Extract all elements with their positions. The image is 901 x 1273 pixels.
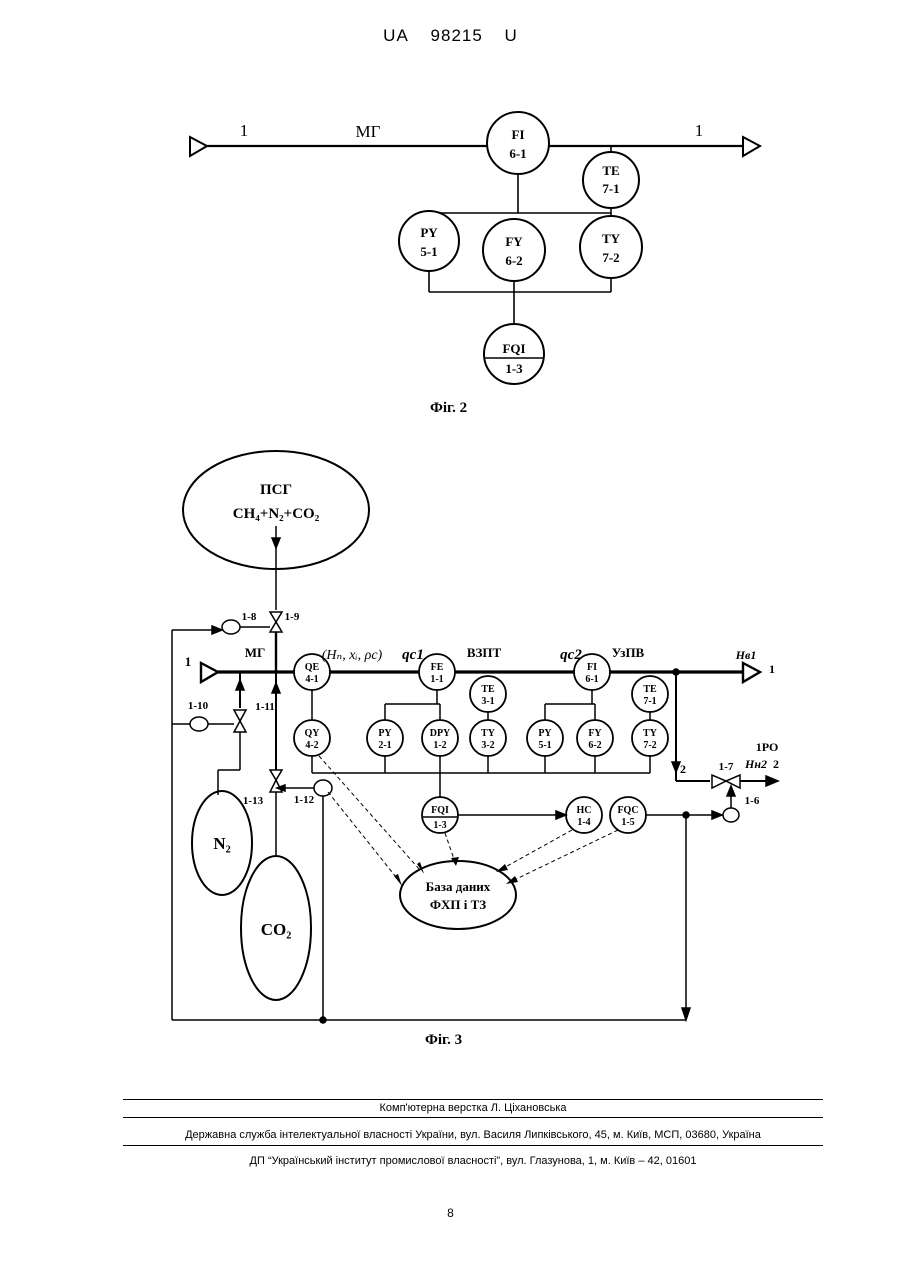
fig3-rpo-label: 1РО bbox=[756, 740, 779, 754]
inst-py51-tag: PY bbox=[538, 728, 552, 739]
inst-fi-tag: FI bbox=[587, 662, 597, 673]
inst-te31-num: 3-1 bbox=[481, 696, 494, 707]
inst-dpy-tag: DPY bbox=[430, 728, 451, 739]
inst-ty32-tag: TY bbox=[481, 728, 496, 739]
inst-hc-tag: HC bbox=[577, 805, 592, 816]
inst-fqc-num: 1-5 bbox=[621, 817, 634, 828]
inst-ty72-tag: TY bbox=[643, 728, 658, 739]
inst-fqc-tag: FQC bbox=[617, 805, 638, 816]
footer-divider bbox=[123, 1145, 823, 1146]
sensor-1-10-label: 1-10 bbox=[188, 700, 209, 712]
inst-ty32-num: 3-2 bbox=[481, 740, 494, 751]
fig3-psg-formula: CH₄+N₂+CO₂ bbox=[233, 506, 320, 522]
inst-py21-num: 2-1 bbox=[378, 740, 391, 751]
fig3-psg-title: ПСГ bbox=[260, 482, 292, 498]
footer-layout-credit: Комп'ютерна верстка Л. Ціхановська bbox=[123, 1102, 823, 1114]
fig3-outlet-label: 1 bbox=[769, 662, 775, 676]
valve-1-11-label: 1-11 bbox=[255, 701, 275, 713]
footer-institute: ДП “Український інститут промислової вла… bbox=[123, 1155, 823, 1167]
inst-fe-tag: FE bbox=[431, 662, 444, 673]
inst-hc-num: 1-4 bbox=[577, 817, 590, 828]
fig3-branch-out-label: 2 bbox=[773, 757, 779, 771]
fig3-n2-label: N₂ bbox=[213, 834, 230, 853]
inst-fqi-num: 1-3 bbox=[433, 820, 446, 831]
fig3-vzpt-label: ВЗПТ bbox=[467, 645, 502, 660]
inst-qe-tag: QE bbox=[305, 662, 320, 673]
inst-fi-num: 6-1 bbox=[585, 674, 598, 685]
inst-qe-num: 4-1 bbox=[305, 674, 318, 685]
fig3-caption: Фіг. 3 bbox=[425, 1032, 462, 1049]
inst-ty72-num: 7-2 bbox=[643, 740, 656, 751]
fig3-mg-label: МГ bbox=[245, 645, 266, 660]
page-number: 8 bbox=[0, 1206, 901, 1220]
fig3-qc1-label: qc1 bbox=[402, 647, 424, 663]
inst-te71-tag: TE bbox=[643, 684, 657, 695]
fig3-database-line2: ФХП і ТЗ bbox=[430, 897, 486, 912]
footer-divider bbox=[123, 1117, 823, 1118]
fig3-database-line1: База даних bbox=[426, 879, 491, 894]
sensor-1-8-label: 1-8 bbox=[242, 611, 257, 623]
valve-1-13-label: 1-13 bbox=[243, 795, 264, 807]
inst-fy-num: 6-2 bbox=[588, 740, 601, 751]
footer-divider bbox=[123, 1099, 823, 1100]
sensor-1-6-label: 1-6 bbox=[745, 795, 760, 807]
fig3-inlet-label: 1 bbox=[185, 654, 192, 669]
fig3-hn2-label: Hн2 bbox=[744, 757, 767, 771]
fig3-co2-label: CO₂ bbox=[261, 920, 292, 939]
figure-3-diagram: ПСГ CH₄+N₂+CO₂ МГ 1 (Hₙ, xᵢ, ρc) qc1 ВЗП… bbox=[0, 0, 901, 1060]
footer-agency: Державна служба інтелектуальної власност… bbox=[123, 1129, 823, 1141]
inst-dpy-num: 1-2 bbox=[433, 740, 446, 751]
sensor-1-12-label: 1-12 bbox=[294, 794, 315, 806]
inst-qy-tag: QY bbox=[305, 728, 321, 739]
inst-te31-tag: TE bbox=[481, 684, 495, 695]
fig3-branch-label: 2 bbox=[680, 762, 686, 776]
fig3-uzpv-label: УзПВ bbox=[612, 645, 645, 660]
inst-fy-tag: FY bbox=[588, 728, 602, 739]
inst-qy-num: 4-2 bbox=[305, 740, 318, 751]
fig3-qc2-label: qc2 bbox=[560, 647, 582, 663]
fig3-params-label: (Hₙ, xᵢ, ρc) bbox=[322, 648, 383, 663]
inst-te71-num: 7-1 bbox=[643, 696, 656, 707]
fig3-hv1-label: Hв1 bbox=[735, 648, 757, 662]
inst-py21-tag: PY bbox=[378, 728, 392, 739]
inst-py51-num: 5-1 bbox=[538, 740, 551, 751]
valve-1-9-label: 1-9 bbox=[285, 611, 300, 623]
valve-1-7-label: 1-7 bbox=[719, 761, 734, 773]
inst-fe-num: 1-1 bbox=[430, 674, 443, 685]
inst-fqi-tag: FQI bbox=[431, 805, 449, 816]
